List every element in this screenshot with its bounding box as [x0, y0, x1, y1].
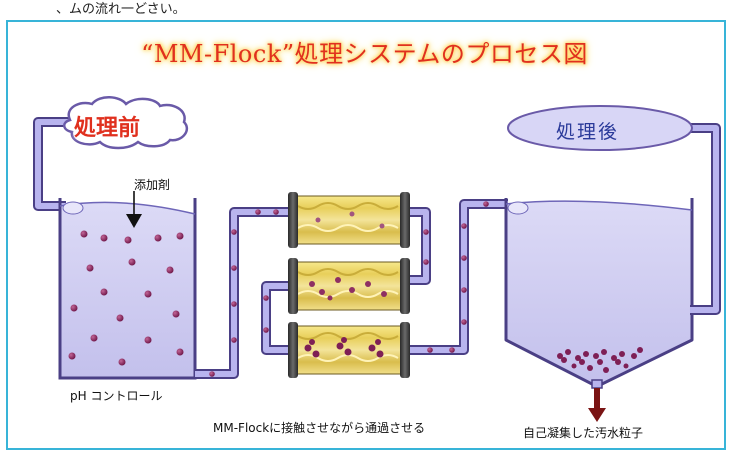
top-caption: 、ムの流れ一どさい。: [56, 2, 186, 17]
mm-flock-column-1: [288, 192, 410, 248]
additive-label: 添加剤: [134, 178, 171, 192]
diagram-title: “MM-Flock”処理システムのプロセス図: [141, 40, 588, 68]
after-oval: [507, 105, 693, 151]
outlet-pipe: [690, 123, 721, 315]
before-cloud: [63, 96, 189, 150]
before-label: 処理前: [74, 116, 141, 141]
settling-tank: [504, 198, 694, 389]
contact-caption: MM-Flockに接触させながら通過させる: [213, 421, 426, 435]
tank-particles: [68, 230, 184, 366]
after-label: 処理後: [556, 121, 620, 143]
sludge-label: 自己凝集した汚水粒子: [523, 426, 644, 440]
settled-sludge: [557, 347, 643, 373]
sludge-outlet-arrow: [588, 388, 606, 422]
ph-control-tank: [58, 198, 197, 380]
pipe-particles: [209, 201, 489, 377]
ph-control-label: pH コントロール: [70, 389, 163, 403]
additive-arrow: [126, 191, 142, 228]
mm-flock-column-3: [288, 322, 410, 378]
mm-flock-column-2: [288, 258, 410, 314]
inlet-pipe: [33, 117, 72, 211]
